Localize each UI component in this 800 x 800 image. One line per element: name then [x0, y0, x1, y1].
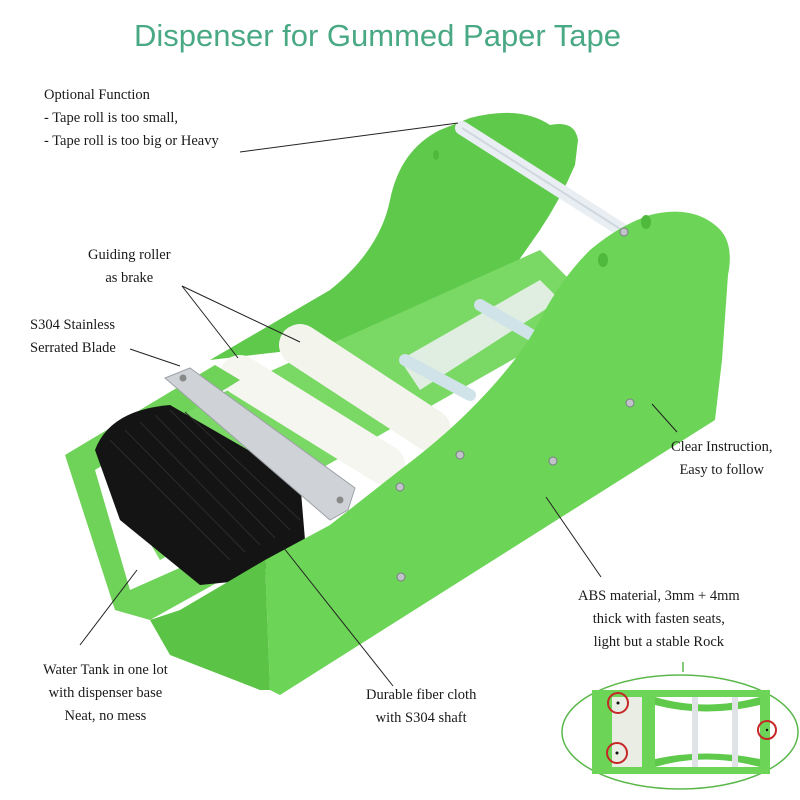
callout-line: with S304 shaft: [375, 710, 467, 726]
guiding-roller-top: [455, 121, 632, 239]
callout-guiding-roller: Guiding roller as brake: [88, 244, 171, 290]
callout-blade: S304 Stainless Serrated Blade: [30, 314, 116, 360]
callout-line: - Tape roll is too big or Heavy: [44, 133, 219, 149]
inset-top-view: [561, 662, 799, 790]
callout-line: Guiding roller: [88, 247, 171, 263]
callout-abs-material: ABS material, 3mm + 4mm thick with faste…: [578, 585, 740, 654]
brake-roller-back: [279, 324, 451, 451]
callout-heading: Optional Function: [44, 87, 150, 103]
callout-line: as brake: [105, 270, 154, 286]
page-title: Dispenser for Gummed Paper Tape: [133, 18, 622, 53]
screws: [395, 227, 635, 582]
dispenser-side-wall: [265, 211, 730, 695]
callout-line: - Tape roll is too small,: [44, 110, 179, 126]
callout-water-tank: Water Tank in one lot with dispenser bas…: [43, 659, 168, 728]
callout-fiber-cloth: Durable fiber cloth with S304 shaft: [366, 684, 476, 730]
callout-line: Clear Instruction,: [671, 439, 773, 455]
brake-roller-front: [220, 355, 405, 485]
fiber-cloth-roller: [95, 405, 305, 585]
callout-line: ABS material, 3mm + 4mm: [578, 588, 740, 604]
callout-line: Neat, no mess: [64, 708, 147, 724]
callout-line: light but a stable Rock: [593, 634, 725, 650]
callout-line: Easy to follow: [679, 462, 765, 478]
callout-line: thick with fasten seats,: [592, 611, 725, 627]
callout-instruction: Clear Instruction, Easy to follow: [671, 436, 772, 482]
callout-line: Durable fiber cloth: [366, 687, 477, 703]
highlight-circles: [606, 692, 777, 764]
callout-line: Serrated Blade: [30, 340, 116, 356]
guide-rod-upper: [474, 299, 546, 346]
callout-optional-function: Optional Function - Tape roll is too sma…: [44, 84, 219, 153]
serrated-blade: [164, 367, 356, 521]
callout-line: Water Tank in one lot: [43, 662, 168, 678]
guide-rod-lower: [399, 354, 476, 401]
callout-line: S304 Stainless: [30, 317, 115, 333]
callout-line: with dispenser base: [48, 685, 163, 701]
leader-lines: [79, 122, 678, 687]
